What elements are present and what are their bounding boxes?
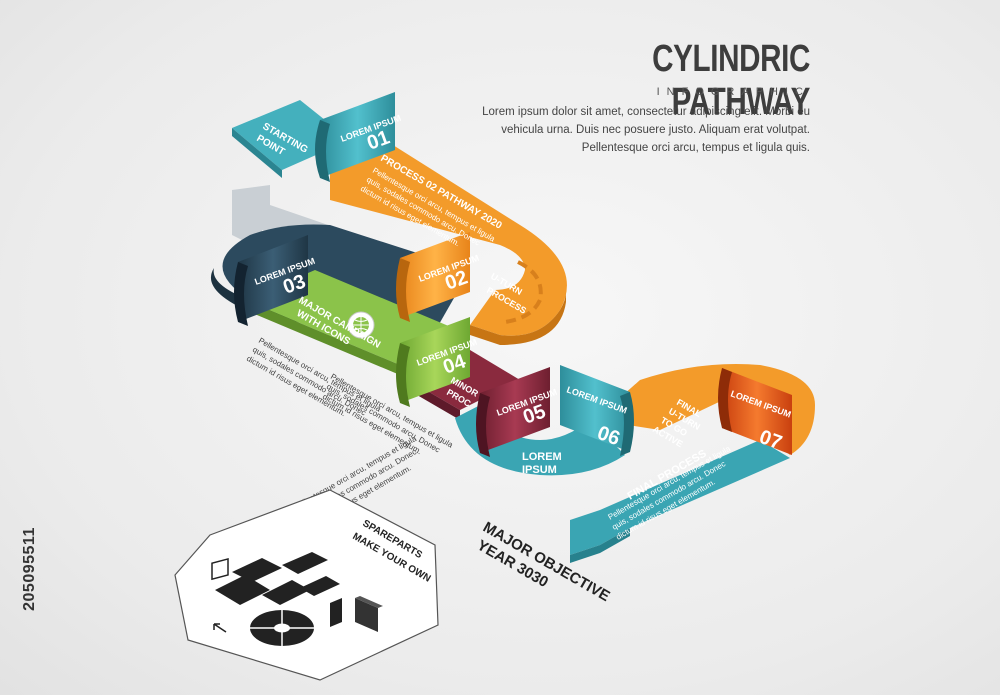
part-block [232, 558, 282, 582]
spareparts-panel: SPAREPARTS MAKE YOUR OWN [174, 489, 439, 681]
step-tile-03: LOREM IPSUM 03 [234, 235, 316, 326]
center-lorem-label: LOREM [522, 451, 562, 463]
maroon-minor-band [405, 350, 520, 410]
orange-process-band [330, 140, 567, 336]
center-lorem-label: IPSUM [522, 464, 557, 476]
step-tile-02: LOREM IPSUM 02 [396, 232, 480, 322]
step-tile-01: LOREM IPSUM 01 [315, 92, 402, 182]
lead-line: vehicula urna. Duis nec posuere justo. A… [501, 124, 810, 136]
teal-start-band-edge [232, 128, 282, 178]
part-block [300, 576, 340, 596]
page-title: CYLINDRIC PATHWAY [652, 38, 810, 123]
part-block [330, 598, 342, 627]
green-campaign-band-edge [245, 300, 400, 375]
part-block [262, 580, 310, 605]
arrow-corner-icon [211, 557, 229, 633]
part-block [282, 552, 328, 574]
step-tile-07: LOREM IPSUM 07 [718, 368, 792, 455]
step-tile-05: LOREM IPSUM 05 [476, 367, 558, 457]
lead-line: Lorem ipsum dolor sit amet, consectetur … [482, 106, 810, 118]
part-block [355, 598, 378, 632]
lead-paragraph: Lorem ipsum dolor sit amet, consectetur … [480, 103, 810, 157]
orange-process-band-edge [470, 292, 566, 345]
lead-line: Pellentesque orci arcu, tempus et ligula… [581, 142, 810, 154]
page-subtitle: INFOGRAPHIC [656, 86, 810, 98]
part-block [355, 596, 383, 608]
part-block [215, 575, 270, 605]
globe-icon [347, 311, 375, 339]
teal-final-arrow-edge [570, 528, 630, 563]
step-tile-04: LOREM IPSUM 04 [396, 317, 478, 407]
teal-final-arrow [570, 440, 790, 555]
step-tile-06: LOREM IPSUM 06 [560, 365, 634, 456]
